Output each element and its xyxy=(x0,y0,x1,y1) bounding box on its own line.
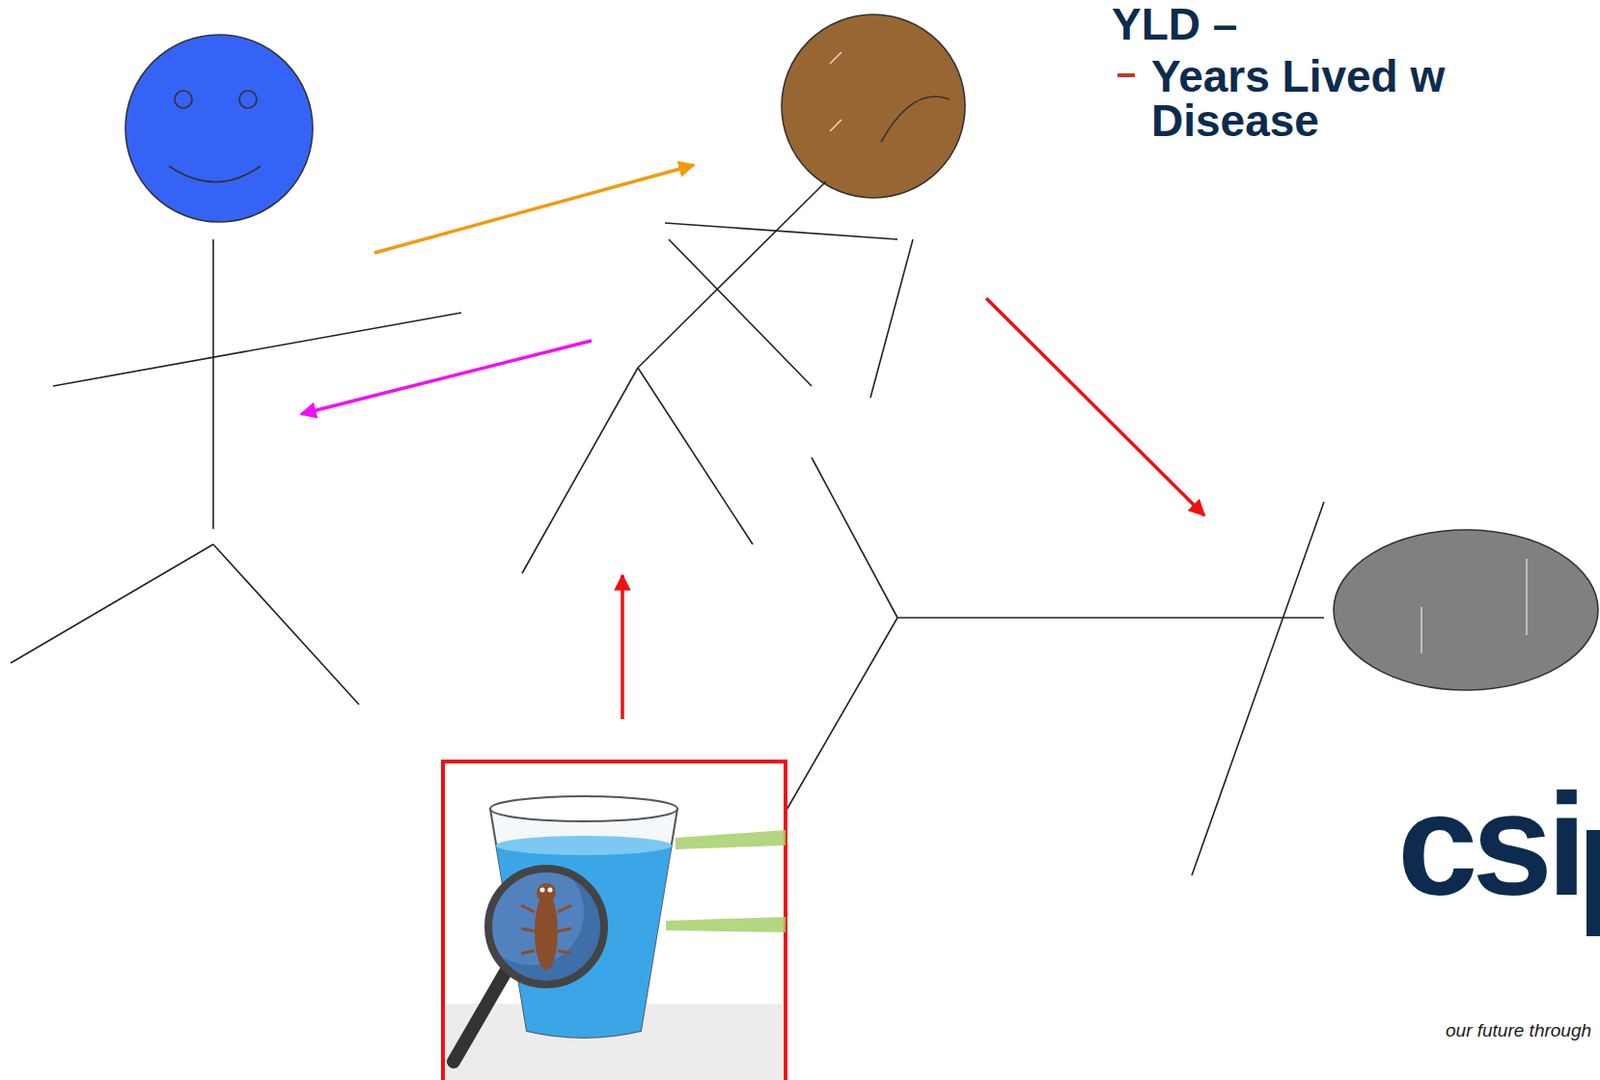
logo-text: csi xyxy=(1397,772,1600,917)
logo-tagline: our future through xyxy=(1445,1020,1600,1040)
exposure-arrow xyxy=(620,575,625,719)
slide-heading: YLD – xyxy=(1111,1,1498,47)
bullet-dash xyxy=(1117,73,1135,78)
sick-figure xyxy=(522,14,966,574)
healthy-figure xyxy=(10,34,462,705)
recovery-arrow xyxy=(301,340,592,414)
bullet-text: Years Lived w Disease xyxy=(1151,54,1557,143)
infection-arrow xyxy=(374,165,694,253)
water-picture xyxy=(442,761,786,1080)
death-arrow xyxy=(986,298,1205,516)
logo-fragment xyxy=(1586,829,1600,937)
